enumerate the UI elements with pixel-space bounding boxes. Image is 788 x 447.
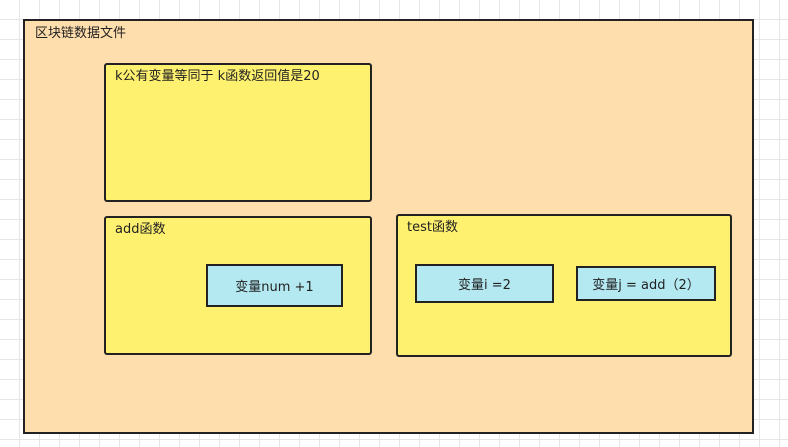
k-variable-label: k公有变量等同于 k函数返回值是20 (115, 69, 320, 84)
variable-j-box[interactable]: 变量j = add（2） (576, 266, 716, 301)
test-function-label: test函数 (407, 220, 458, 235)
add-function-label: add函数 (115, 222, 166, 237)
variable-i-box[interactable]: 变量i =2 (415, 264, 554, 303)
k-variable-block[interactable]: k公有变量等同于 k函数返回值是20 (104, 63, 372, 202)
variable-num-box[interactable]: 变量num +1 (206, 264, 343, 307)
variable-i-label: 变量i =2 (458, 278, 511, 293)
variable-j-label: 变量j = add（2） (592, 278, 700, 293)
variable-num-label: 变量num +1 (235, 280, 314, 295)
blockchain-data-file-label: 区块链数据文件 (35, 26, 127, 41)
